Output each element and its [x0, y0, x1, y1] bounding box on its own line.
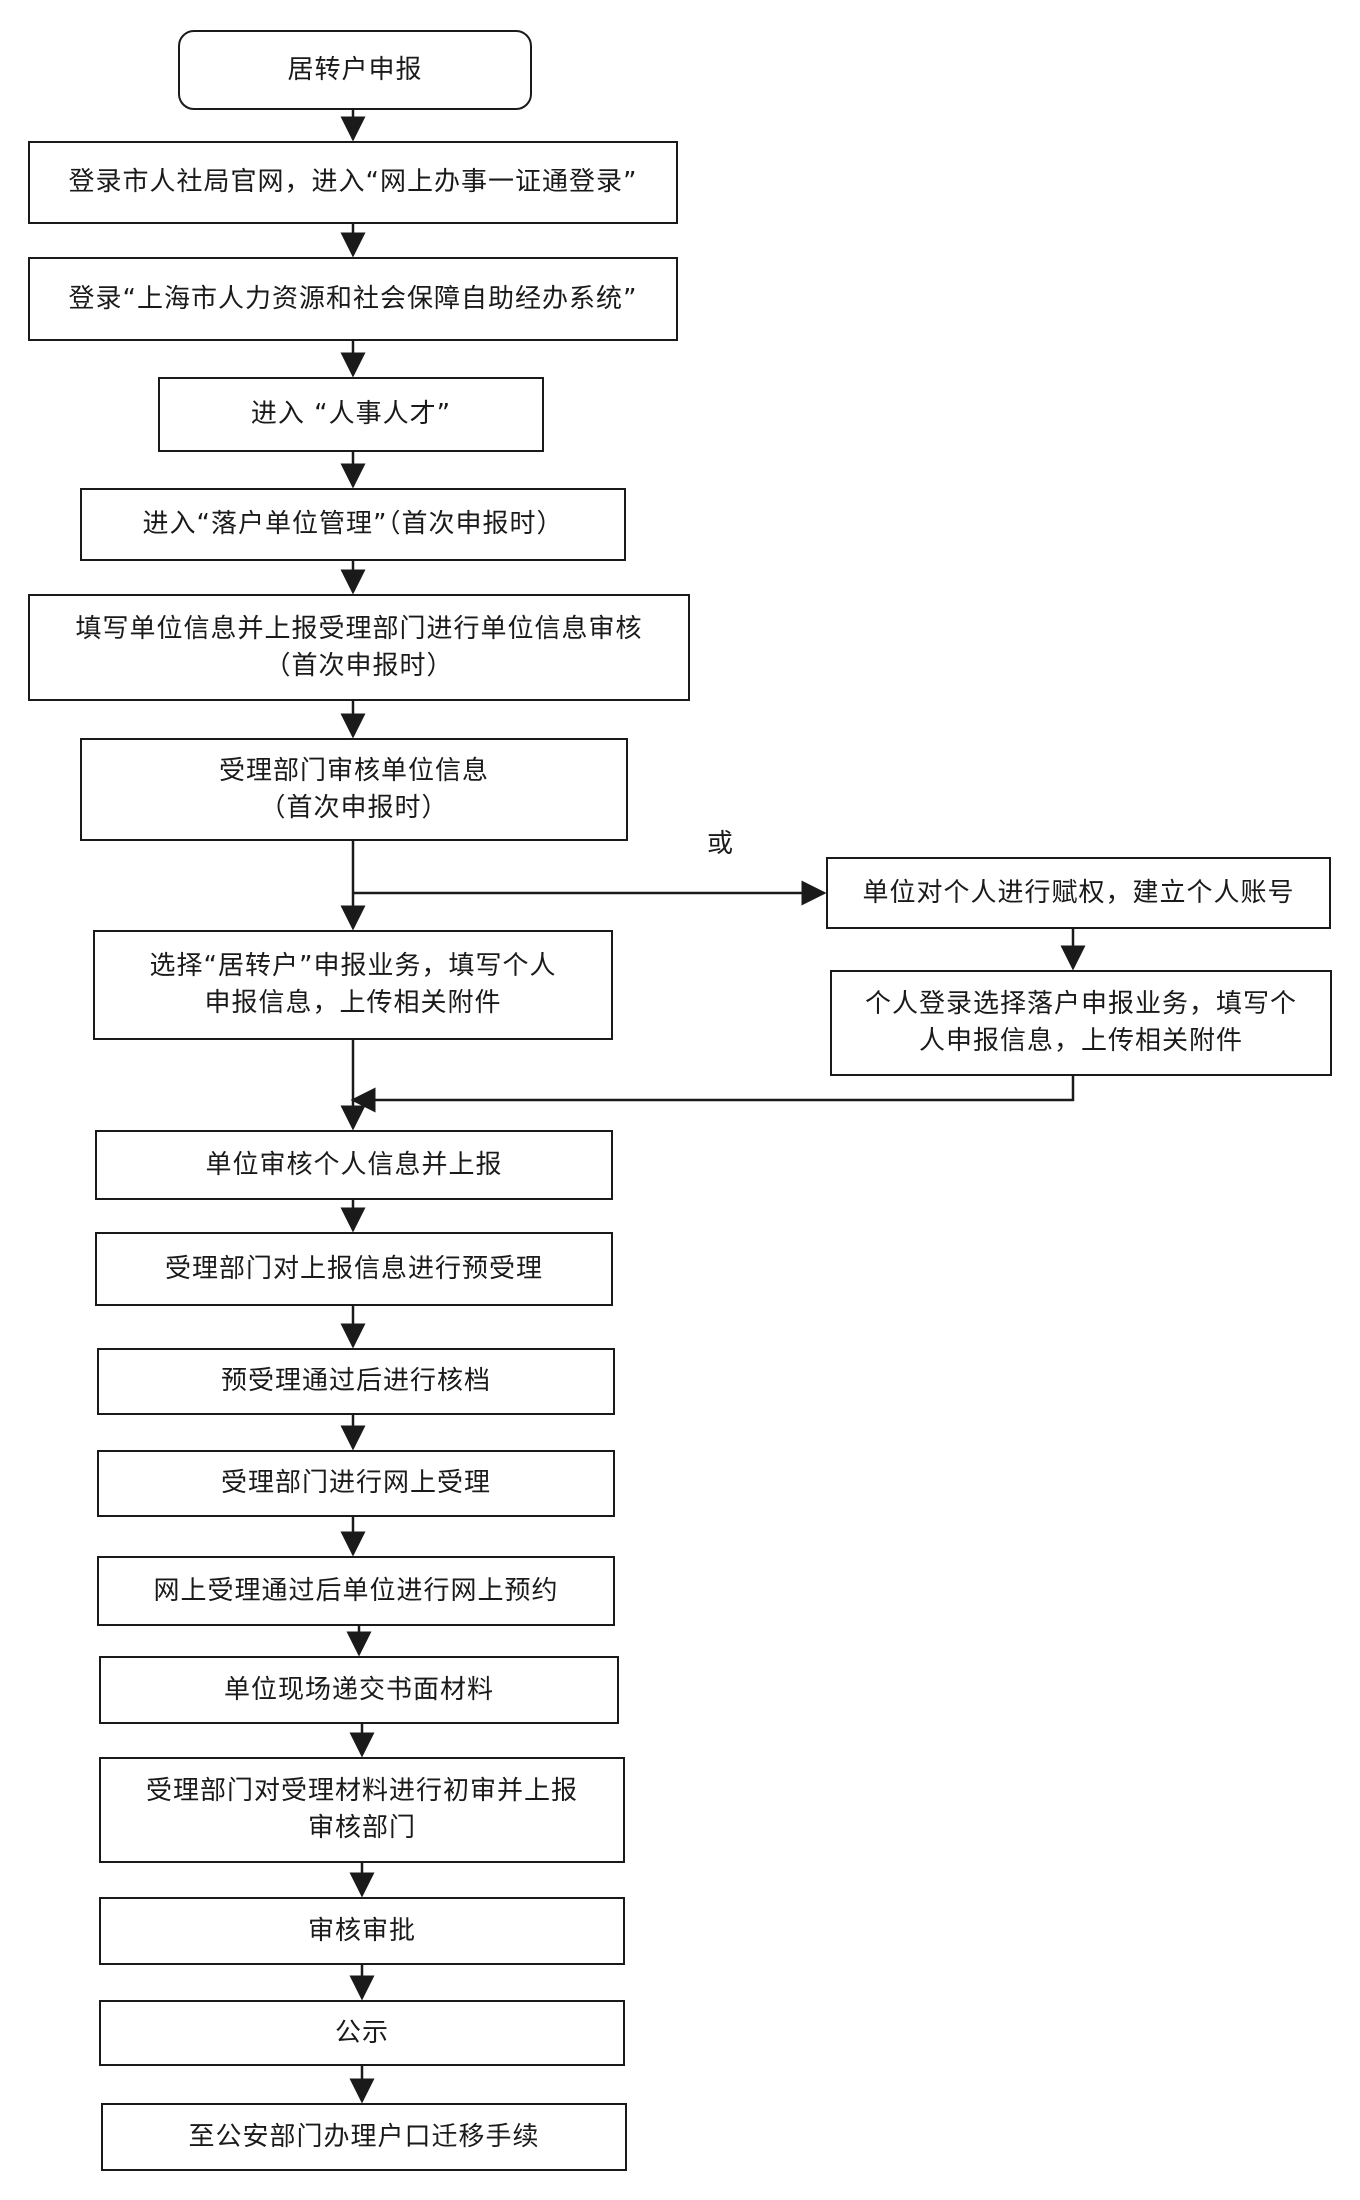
step-hukou-transfer: 至公安部门办理户口迁移手续 — [101, 2103, 627, 2171]
step-pre-acceptance: 受理部门对上报信息进行预受理 — [95, 1232, 613, 1306]
step-file-check: 预受理通过后进行核档 — [97, 1348, 615, 1415]
step-login-website: 登录市人社局官网，进入“网上办事一证通登录” — [28, 141, 678, 224]
step-submit-materials: 单位现场递交书面材料 — [99, 1656, 619, 1724]
step-approval: 审核审批 — [99, 1897, 625, 1965]
step-select-business: 选择“居转户”申报业务，填写个人 申报信息，上传相关附件 — [93, 930, 613, 1040]
step-online-appointment: 网上受理通过后单位进行网上预约 — [97, 1556, 615, 1626]
start-node: 居转户申报 — [178, 30, 532, 110]
step-initial-review: 受理部门对受理材料进行初审并上报 审核部门 — [99, 1757, 625, 1863]
step-unit-review-personal: 单位审核个人信息并上报 — [95, 1130, 613, 1200]
step-enter-personnel: 进入 “人事人才” — [158, 377, 544, 452]
branch-label-or: 或 — [707, 829, 734, 859]
step-login-system: 登录“上海市人力资源和社会保障自助经办系统” — [28, 257, 678, 341]
step-online-acceptance: 受理部门进行网上受理 — [97, 1450, 615, 1517]
step-grant-authority: 单位对个人进行赋权，建立个人账号 — [826, 857, 1331, 929]
line-r2-merge — [350, 1076, 1075, 1113]
step-public-notice: 公示 — [99, 2000, 625, 2066]
step-review-unit-info: 受理部门审核单位信息 （首次申报时） — [80, 738, 628, 841]
step-fill-unit-info: 填写单位信息并上报受理部门进行单位信息审核 （首次申报时） — [28, 594, 690, 701]
step-enter-unit-management: 进入“落户单位管理”（首次申报时） — [80, 488, 626, 561]
step-personal-login: 个人登录选择落户申报业务，填写个 人申报信息，上传相关附件 — [830, 970, 1332, 1076]
